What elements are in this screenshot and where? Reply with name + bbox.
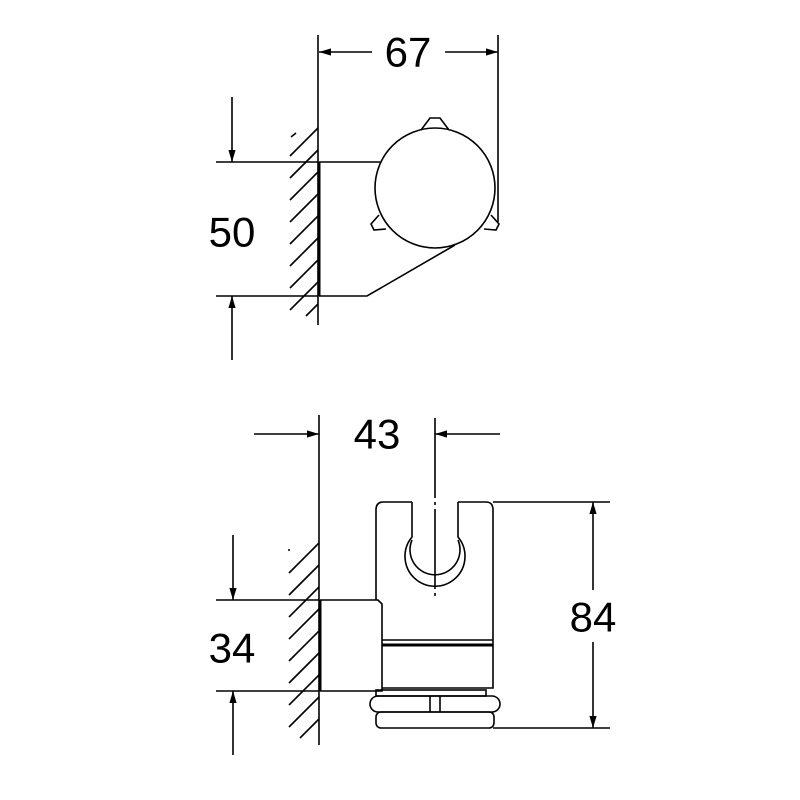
front-view: 43 34 84 — [209, 411, 617, 755]
hose-ring — [369, 689, 501, 729]
mount-block — [320, 599, 383, 692]
dimension-label-43: 43 — [354, 411, 401, 458]
dimension-43: 43 — [254, 411, 500, 600]
holder-body-top — [319, 117, 500, 297]
dimension-84: 84 — [493, 501, 617, 729]
dimension-label-67: 67 — [385, 29, 432, 76]
wall-hatching — [288, 415, 320, 745]
top-view: 67 50 — [209, 29, 500, 360]
dimension-67: 67 — [319, 29, 499, 222]
lug-top — [420, 117, 450, 131]
lug-right — [483, 214, 500, 231]
lug-left — [370, 214, 387, 231]
dimension-label-50: 50 — [209, 209, 256, 256]
dimension-label-34: 34 — [209, 625, 256, 672]
dimension-label-84: 84 — [570, 594, 617, 641]
dimension-34: 34 — [209, 535, 319, 755]
wall-hatching — [289, 35, 319, 325]
dimension-50: 50 — [209, 97, 318, 360]
